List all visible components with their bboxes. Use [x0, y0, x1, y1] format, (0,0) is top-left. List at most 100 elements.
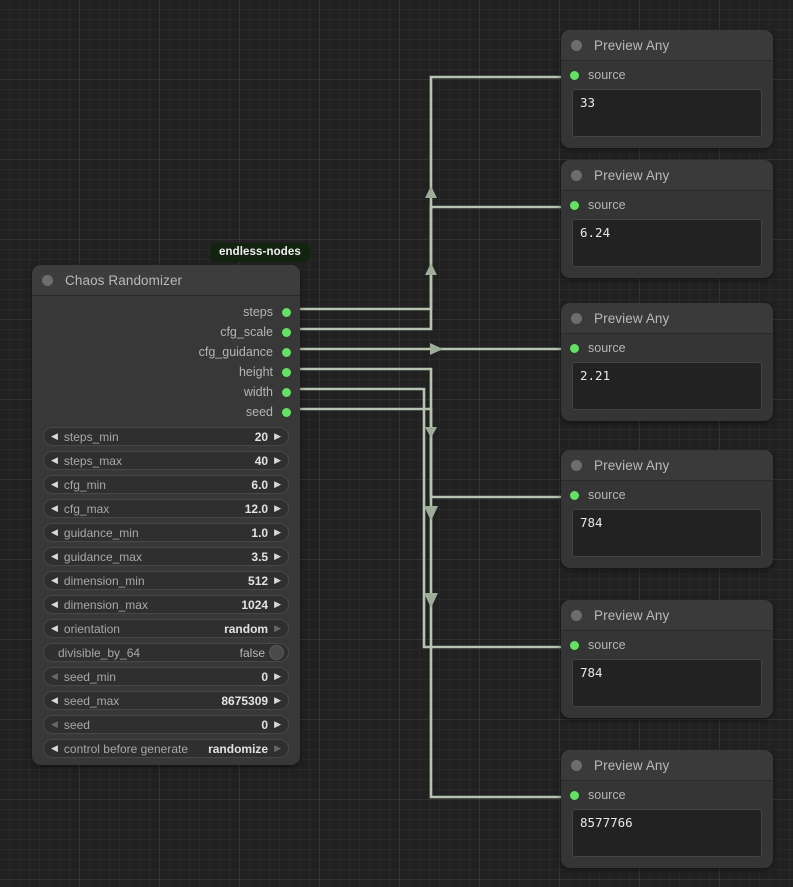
collapse-circle-icon[interactable] — [571, 759, 582, 771]
output-slot-height[interactable]: height — [32, 362, 300, 382]
increment-arrow-icon[interactable]: ▶ — [274, 743, 281, 753]
collapse-circle-icon[interactable] — [42, 274, 53, 286]
node-preview-any-1[interactable]: Preview Any source 33 — [561, 30, 773, 148]
decrement-arrow-icon[interactable]: ◀ — [51, 671, 58, 681]
output-dot-cfg-guidance[interactable] — [282, 347, 291, 357]
widget-seed-min[interactable]: ◀ seed_min 0 ▶ — [43, 667, 289, 686]
output-slot-cfg-guidance[interactable]: cfg_guidance — [32, 342, 300, 362]
output-slot-steps[interactable]: steps — [32, 302, 300, 322]
input-dot-source[interactable] — [570, 343, 579, 353]
collapse-circle-icon[interactable] — [571, 39, 582, 51]
increment-arrow-icon[interactable]: ▶ — [274, 551, 281, 561]
widget-value-guidance-max[interactable]: 3.5 — [251, 549, 269, 564]
widget-guidance-max[interactable]: ◀ guidance_max 3.5 ▶ — [43, 547, 289, 566]
input-dot-source[interactable] — [570, 790, 579, 800]
output-dot-cfg-scale[interactable] — [282, 327, 291, 337]
input-slot-source-6[interactable]: source — [561, 781, 773, 809]
input-slot-source-4[interactable]: source — [561, 481, 773, 509]
increment-arrow-icon[interactable]: ▶ — [274, 599, 281, 609]
decrement-arrow-icon[interactable]: ◀ — [51, 479, 58, 489]
output-dot-height[interactable] — [282, 367, 291, 377]
widget-divisible-by-64[interactable]: divisible_by_64 false — [43, 643, 289, 662]
node-header-preview-any-3[interactable]: Preview Any — [561, 303, 773, 334]
widget-cfg-max[interactable]: ◀ cfg_max 12.0 ▶ — [43, 499, 289, 518]
node-header-preview-any-5[interactable]: Preview Any — [561, 600, 773, 631]
node-preview-any-4[interactable]: Preview Any source 784 — [561, 450, 773, 568]
increment-arrow-icon[interactable]: ▶ — [274, 719, 281, 729]
decrement-arrow-icon[interactable]: ◀ — [51, 719, 58, 729]
widget-value-seed-min[interactable]: 0 — [261, 669, 269, 684]
decrement-arrow-icon[interactable]: ◀ — [51, 623, 58, 633]
node-header-preview-any-1[interactable]: Preview Any — [561, 30, 773, 61]
decrement-arrow-icon[interactable]: ◀ — [51, 743, 58, 753]
output-slot-seed[interactable]: seed — [32, 402, 300, 422]
widget-value-control-before-generate[interactable]: randomize — [208, 741, 269, 756]
widget-seed[interactable]: ◀ seed 0 ▶ — [43, 715, 289, 734]
increment-arrow-icon[interactable]: ▶ — [274, 431, 281, 441]
increment-arrow-icon[interactable]: ▶ — [274, 623, 281, 633]
widget-value-dimension-min[interactable]: 512 — [248, 573, 269, 588]
input-slot-source-5[interactable]: source — [561, 631, 773, 659]
input-slot-source-1[interactable]: source — [561, 61, 773, 89]
widget-value-steps-min[interactable]: 20 — [254, 429, 269, 444]
widget-value-steps-max[interactable]: 40 — [254, 453, 269, 468]
collapse-circle-icon[interactable] — [571, 169, 582, 181]
widget-value-cfg-min[interactable]: 6.0 — [251, 477, 269, 492]
increment-arrow-icon[interactable]: ▶ — [274, 695, 281, 705]
widget-value-orientation[interactable]: random — [224, 621, 269, 636]
node-preview-any-6[interactable]: Preview Any source 8577766 — [561, 750, 773, 868]
input-dot-source[interactable] — [570, 640, 579, 650]
output-dot-steps[interactable] — [282, 307, 291, 317]
input-slot-source-2[interactable]: source — [561, 191, 773, 219]
decrement-arrow-icon[interactable]: ◀ — [51, 455, 58, 465]
input-slot-source-3[interactable]: source — [561, 334, 773, 362]
widget-steps-min[interactable]: ◀ steps_min 20 ▶ — [43, 427, 289, 446]
widget-value-dimension-max[interactable]: 1024 — [241, 597, 269, 612]
output-slot-width[interactable]: width — [32, 382, 300, 402]
decrement-arrow-icon[interactable]: ◀ — [51, 527, 58, 537]
decrement-arrow-icon[interactable]: ◀ — [51, 599, 58, 609]
increment-arrow-icon[interactable]: ▶ — [274, 575, 281, 585]
widget-guidance-min[interactable]: ◀ guidance_min 1.0 ▶ — [43, 523, 289, 542]
widget-cfg-min[interactable]: ◀ cfg_min 6.0 ▶ — [43, 475, 289, 494]
toggle-knob-icon[interactable] — [269, 645, 284, 660]
node-chaos-randomizer[interactable]: Chaos Randomizer steps cfg_scale cfg_gui… — [32, 265, 300, 765]
collapse-circle-icon[interactable] — [571, 312, 582, 324]
increment-arrow-icon[interactable]: ▶ — [274, 479, 281, 489]
node-header-preview-any-4[interactable]: Preview Any — [561, 450, 773, 481]
widget-value-guidance-min[interactable]: 1.0 — [251, 525, 269, 540]
decrement-arrow-icon[interactable]: ◀ — [51, 575, 58, 585]
output-dot-seed[interactable] — [282, 407, 291, 417]
node-preview-any-2[interactable]: Preview Any source 6.24 — [561, 160, 773, 278]
input-dot-source[interactable] — [570, 200, 579, 210]
widget-seed-max[interactable]: ◀ seed_max 8675309 ▶ — [43, 691, 289, 710]
collapse-circle-icon[interactable] — [571, 609, 582, 621]
decrement-arrow-icon[interactable]: ◀ — [51, 695, 58, 705]
widget-value-cfg-max[interactable]: 12.0 — [244, 501, 269, 516]
widget-value-seed[interactable]: 0 — [261, 717, 269, 732]
output-slot-cfg-scale[interactable]: cfg_scale — [32, 322, 300, 342]
node-header-preview-any-2[interactable]: Preview Any — [561, 160, 773, 191]
widget-steps-max[interactable]: ◀ steps_max 40 ▶ — [43, 451, 289, 470]
collapse-circle-icon[interactable] — [571, 459, 582, 471]
decrement-arrow-icon[interactable]: ◀ — [51, 431, 58, 441]
node-preview-any-3[interactable]: Preview Any source 2.21 — [561, 303, 773, 421]
widget-dimension-max[interactable]: ◀ dimension_max 1024 ▶ — [43, 595, 289, 614]
widget-orientation[interactable]: ◀ orientation random ▶ — [43, 619, 289, 638]
increment-arrow-icon[interactable]: ▶ — [274, 671, 281, 681]
output-dot-width[interactable] — [282, 387, 291, 397]
widget-control-before-generate[interactable]: ◀ control before generate randomize ▶ — [43, 739, 289, 758]
decrement-arrow-icon[interactable]: ◀ — [51, 551, 58, 561]
increment-arrow-icon[interactable]: ▶ — [274, 455, 281, 465]
increment-arrow-icon[interactable]: ▶ — [274, 527, 281, 537]
increment-arrow-icon[interactable]: ▶ — [274, 503, 281, 513]
node-header-preview-any-6[interactable]: Preview Any — [561, 750, 773, 781]
input-dot-source[interactable] — [570, 490, 579, 500]
widget-value-seed-max[interactable]: 8675309 — [221, 693, 269, 708]
node-header-chaos-randomizer[interactable]: Chaos Randomizer — [32, 265, 300, 296]
input-dot-source[interactable] — [570, 70, 579, 80]
widget-dimension-min[interactable]: ◀ dimension_min 512 ▶ — [43, 571, 289, 590]
decrement-arrow-icon[interactable]: ◀ — [51, 503, 58, 513]
node-preview-any-5[interactable]: Preview Any source 784 — [561, 600, 773, 718]
